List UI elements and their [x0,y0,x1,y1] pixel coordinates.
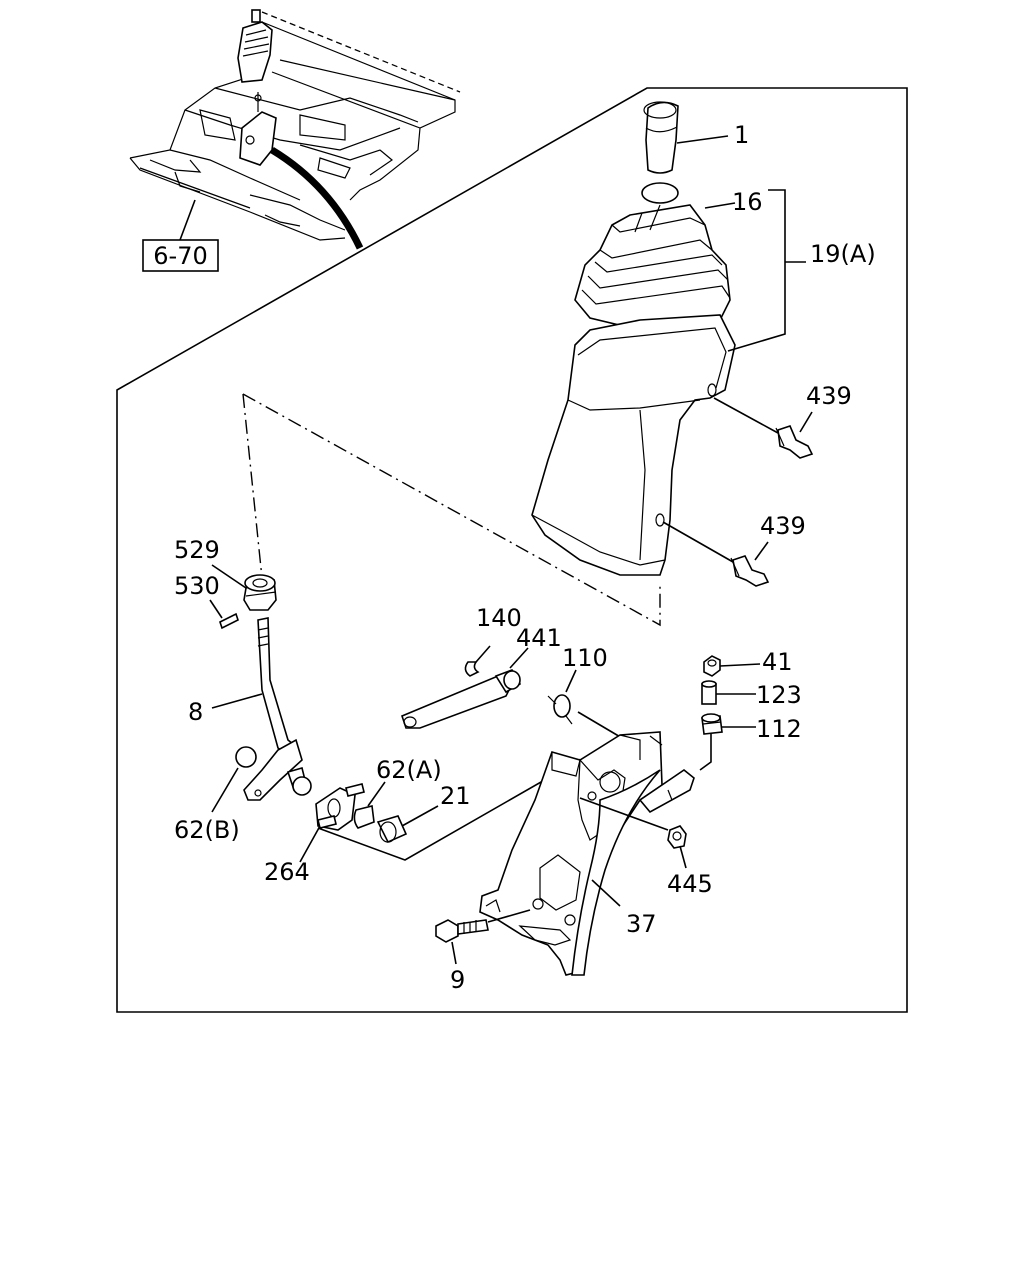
callout-37: 37 [626,910,657,938]
callout-19a: 19(A) [810,240,876,268]
pin [209,599,239,630]
return-spring [547,669,623,739]
reference-box: 6-70 [142,239,219,272]
callout-110: 110 [562,644,608,672]
bushing [211,564,277,611]
shift-boot [574,182,736,331]
ball-62a [353,781,386,829]
callout-9: 9 [450,966,465,994]
lever-cover [531,189,806,576]
shift-knob [643,101,729,174]
nut-41 [703,655,761,677]
callout-140: 140 [476,604,522,632]
collar-123 [701,680,756,705]
callout-530: 530 [174,572,220,600]
callout-62a: 62(A) [376,756,442,784]
lever-bracket [479,731,695,976]
callout-123: 123 [756,681,802,709]
callout-445: 445 [667,870,713,898]
detail-frame [116,87,908,1013]
callout-8: 8 [188,698,203,726]
callout-112: 112 [756,715,802,743]
callout-labels: 1 16 19(A) 439 439 529 530 140 441 110 4… [174,121,876,994]
select-arm [401,647,529,729]
bolt-9 [435,909,531,965]
callout-264: 264 [264,858,310,886]
ball-62b [211,746,257,813]
nut-445 [667,825,687,869]
callout-439-upper: 439 [806,382,852,410]
callout-441: 441 [516,624,562,652]
stud-plate [299,783,365,863]
shift-lever-rod [211,617,312,801]
bush-112 [699,713,756,771]
assembly-line-main [242,393,661,627]
clip-140 [464,645,491,677]
clip-lower [662,521,770,587]
assembly-line-lever [242,393,263,579]
clip-upper [713,397,814,459]
callout-21: 21 [440,782,471,810]
reference-label: 6-70 [153,242,207,270]
callout-529: 529 [174,536,220,564]
overview-inset [129,9,461,250]
callout-41: 41 [762,648,793,676]
callout-439-lower: 439 [760,512,806,540]
cap-21 [376,805,439,844]
callout-62b: 62(B) [174,816,240,844]
callout-1: 1 [734,121,749,149]
callout-16: 16 [732,188,763,216]
